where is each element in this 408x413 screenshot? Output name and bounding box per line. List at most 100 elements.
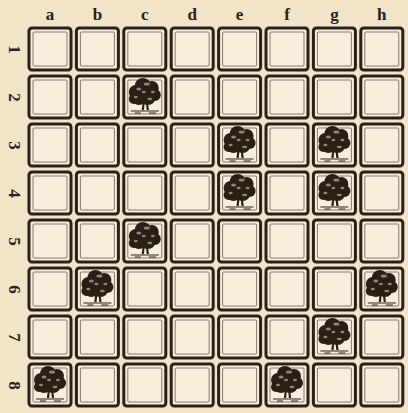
grid-square-inner — [175, 176, 209, 210]
grid-square — [361, 268, 403, 310]
grid-square-inner — [80, 320, 114, 354]
grid-square-inner — [270, 320, 304, 354]
tree-highlight — [89, 280, 94, 283]
tree-highlight — [237, 139, 241, 141]
grid-square-inner — [223, 368, 257, 402]
grid-square — [219, 28, 261, 70]
grid-square — [361, 220, 403, 262]
grid-square — [361, 364, 403, 406]
grid-square — [313, 76, 355, 118]
tree-highlight — [246, 187, 250, 190]
grid-square-inner — [223, 80, 257, 114]
grid-square — [361, 124, 403, 166]
tree-highlight — [134, 240, 138, 242]
grid-square — [29, 124, 71, 166]
grid-square-inner — [80, 224, 114, 258]
column-letter: h — [377, 6, 386, 23]
tree-canopy — [140, 233, 156, 249]
grid-square — [76, 268, 118, 310]
grid-square-inner — [365, 320, 399, 354]
tree-highlight — [333, 131, 339, 134]
tree-highlight — [340, 139, 344, 142]
grid-square-inner — [175, 128, 209, 162]
tree-picture — [81, 270, 113, 305]
row-number: 8 — [6, 381, 23, 390]
grid-square-inner — [270, 32, 304, 66]
tree-highlight — [290, 386, 295, 389]
grid-square-inner — [128, 80, 162, 114]
tree-canopy — [140, 89, 156, 105]
tree-picture — [318, 318, 350, 353]
tree-canopy — [45, 377, 61, 393]
grid-square — [29, 220, 71, 262]
tree-highlight — [231, 136, 236, 139]
row-number: 6 — [6, 285, 23, 294]
grid-square — [76, 172, 118, 214]
grid-square — [124, 268, 166, 310]
tree-ground — [36, 399, 64, 401]
tree-highlight — [326, 328, 331, 331]
tree-highlight — [379, 283, 383, 285]
grid-square — [313, 364, 355, 406]
tree-canopy — [129, 238, 139, 248]
tree-highlight — [147, 98, 152, 101]
tree-canopy — [282, 377, 298, 393]
tree-highlight — [239, 179, 245, 182]
grid-square — [313, 124, 355, 166]
grid-square-inner — [365, 32, 399, 66]
grid-square — [171, 220, 213, 262]
grid-square-inner — [270, 80, 304, 114]
tree-highlight — [94, 283, 98, 285]
grid-square — [171, 172, 213, 214]
row-number: 1 — [6, 45, 23, 54]
tree-highlight — [151, 91, 155, 94]
grid-square-inner — [175, 320, 209, 354]
tree-highlight — [237, 187, 241, 189]
tree-highlight — [323, 336, 327, 338]
grid-square-inner — [223, 32, 257, 66]
grid-square-inner — [80, 272, 114, 306]
tree-highlight — [286, 371, 292, 374]
grid-square-inner — [175, 80, 209, 114]
grid-square — [29, 316, 71, 358]
grid-square-inner — [128, 320, 162, 354]
grid-square-inner — [317, 368, 351, 402]
grid-square-inner — [175, 224, 209, 258]
tree-highlight — [340, 331, 344, 334]
grid-square-inner — [128, 32, 162, 66]
grid-square-inner — [128, 368, 162, 402]
grid-square-inner — [270, 272, 304, 306]
tree-highlight — [337, 146, 342, 149]
grid-square-inner — [365, 128, 399, 162]
tree-picture — [129, 78, 161, 113]
grid-square — [219, 172, 261, 214]
grid-square-inner — [223, 224, 257, 258]
tree-highlight — [371, 288, 375, 290]
grid-square-inner — [33, 80, 67, 114]
grid-square — [76, 316, 118, 358]
tree-canopy — [235, 137, 251, 153]
tree-highlight — [136, 88, 141, 91]
grid-square — [171, 268, 213, 310]
tree-highlight — [323, 192, 327, 194]
grid-square — [219, 316, 261, 358]
grid-square-inner — [80, 80, 114, 114]
tree-canopy — [318, 190, 328, 200]
grid-square — [219, 364, 261, 406]
tree-canopy — [329, 137, 345, 153]
tree-canopy — [224, 142, 234, 152]
tree-canopy — [318, 334, 328, 344]
grid-square-inner — [80, 32, 114, 66]
grid-square — [313, 316, 355, 358]
grid-square — [171, 76, 213, 118]
grid-square — [76, 364, 118, 406]
tree-highlight — [326, 136, 331, 139]
tree-highlight — [331, 331, 335, 333]
tree-highlight — [333, 323, 339, 326]
tree-ground — [83, 303, 111, 305]
tree-highlight — [49, 371, 55, 374]
column-letter: f — [284, 6, 290, 23]
column-letter: g — [330, 6, 339, 23]
tree-canopy — [329, 329, 345, 345]
